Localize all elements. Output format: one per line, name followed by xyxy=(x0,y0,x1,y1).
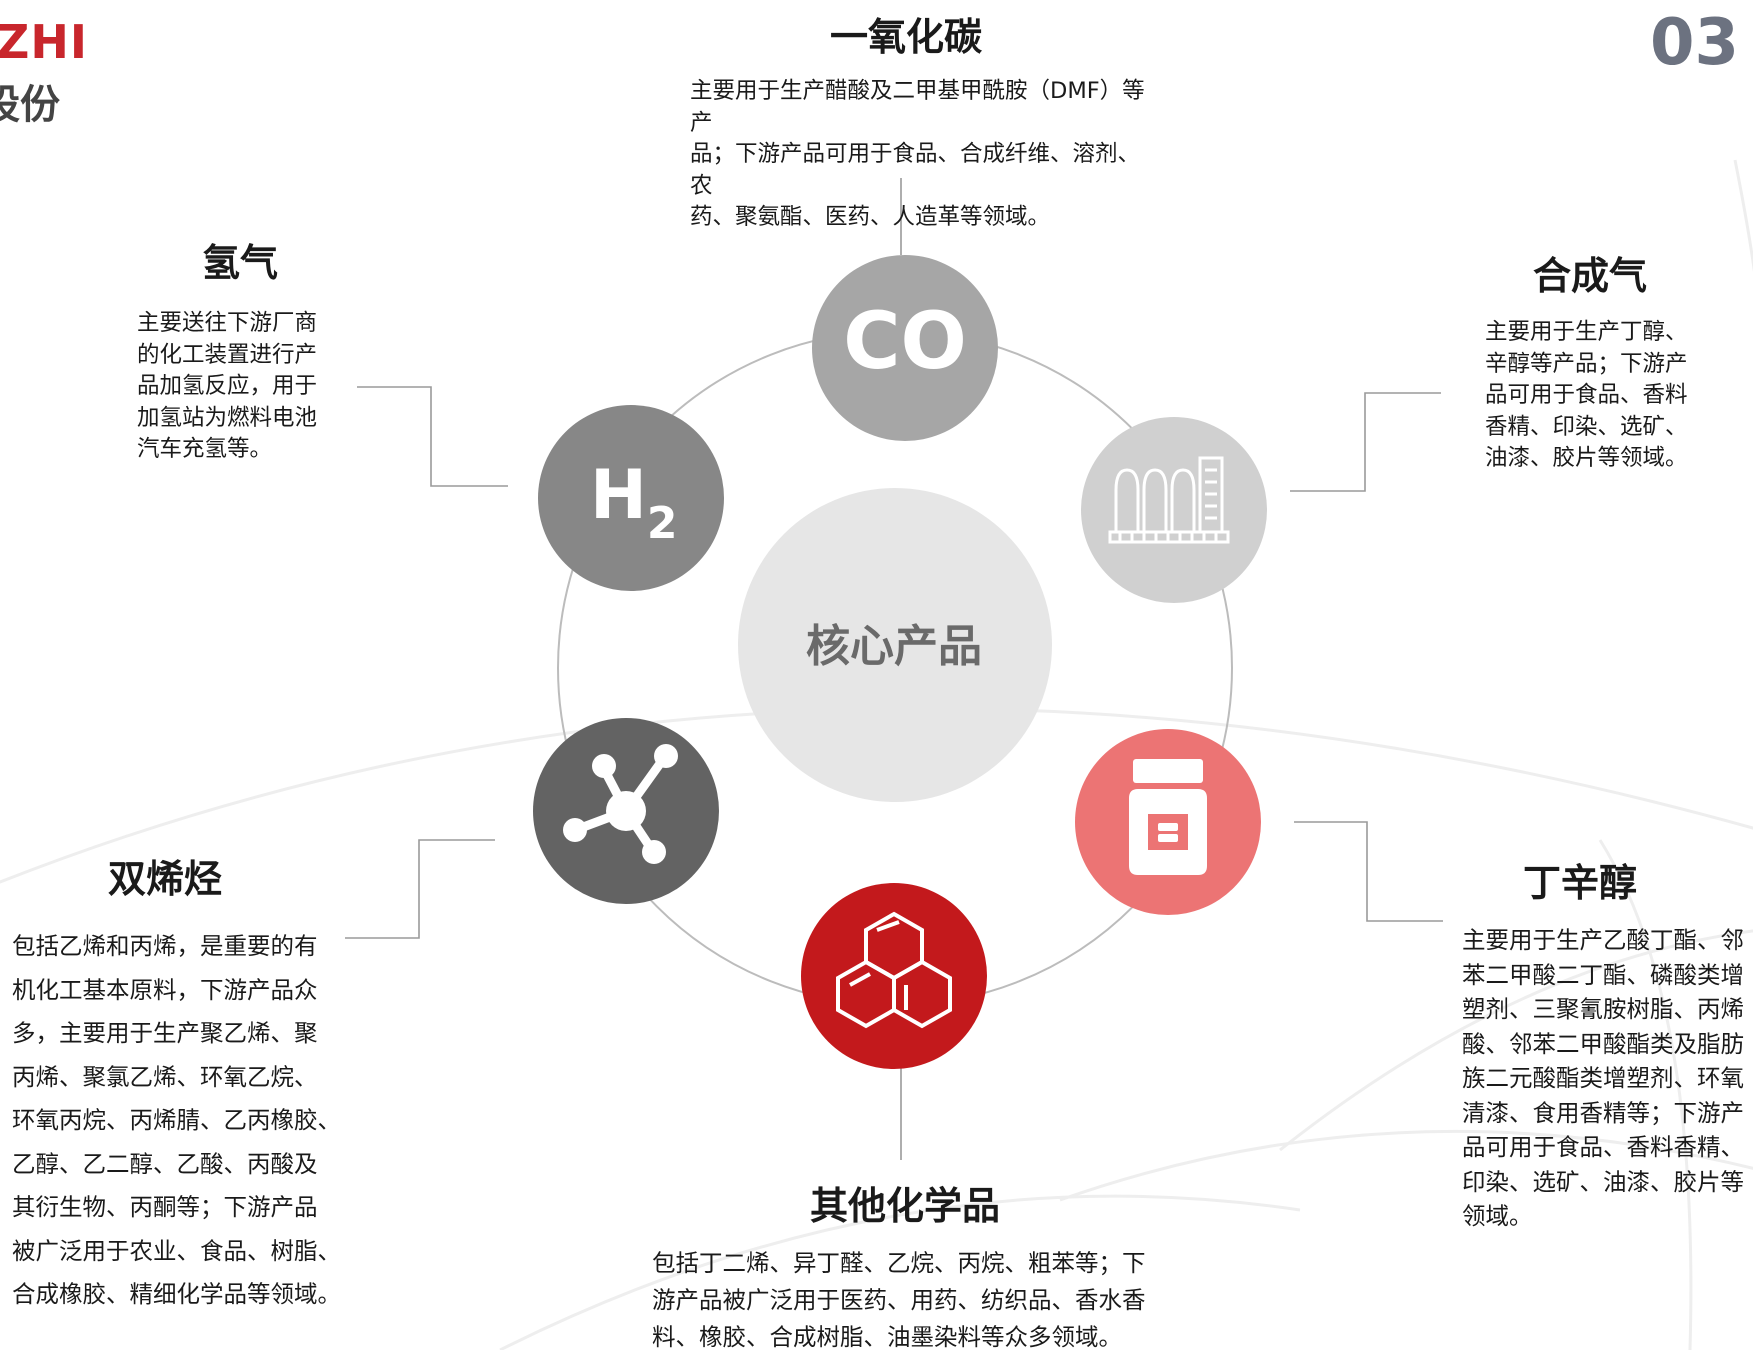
octanol-desc-line: 清漆、食用香精等；下游产 xyxy=(1462,1098,1744,1127)
hub-circle xyxy=(738,488,1052,802)
syngas-title: 合成气 xyxy=(1532,254,1647,298)
hydrogen-h-letter: H xyxy=(590,456,647,535)
connector-olefins xyxy=(345,839,495,939)
octanol-desc-line: 酸、邻苯二甲酸酯类及脂肪 xyxy=(1462,1029,1744,1058)
syngas-desc-line: 品可用于食品、香料 xyxy=(1485,382,1688,408)
hydrogen-desc-line: 主要送往下游厂商 xyxy=(137,310,318,336)
olefins-desc-line: 机化工基本原料，下游产品众 xyxy=(12,975,318,1004)
others-desc-line: 包括丁二烯、异丁醛、乙烷、丙烷、粗苯等；下 xyxy=(652,1249,1146,1277)
olefins-desc-line: 乙醇、乙二醇、乙酸、丙酸及 xyxy=(12,1149,318,1178)
syngas-desc-line: 辛醇等产品；下游产 xyxy=(1485,350,1688,377)
connector-hydrogen xyxy=(357,386,508,487)
octanol-desc-line: 塑剂、三聚氰胺树脂、丙烯 xyxy=(1462,995,1744,1023)
hydrogen-desc-line: 汽车充氢等。 xyxy=(137,436,273,462)
bottle-icon xyxy=(1129,759,1207,875)
octanol-description: 主要用于生产乙酸丁酯、邻 苯二甲酸二丁酯、磷酸类增 塑剂、三聚氰胺树脂、丙烯 酸… xyxy=(1462,923,1753,1234)
octanol-desc-line: 族二元酸酯类增塑剂、环氧 xyxy=(1462,1064,1744,1092)
co-title: 一氧化碳 xyxy=(829,15,982,59)
hydrogen-description: 主要送往下游厂商 的化工装置进行产 品加氢反应，用于 加氢站为燃料电池 汽车充氢… xyxy=(137,308,352,466)
co-desc-line: 药、聚氨酯、医药、人造革等领域。 xyxy=(690,204,1051,230)
others-description: 包括丁二烯、异丁醛、乙烷、丙烷、粗苯等；下 游产品被广泛用于医药、用药、纺织品、… xyxy=(652,1245,1182,1356)
octanol-title: 丁辛醇 xyxy=(1522,861,1637,905)
connector-octanol xyxy=(1294,821,1443,922)
octanol-desc-line: 苯二甲酸二丁酯、磷酸类增 xyxy=(1462,960,1744,989)
others-desc-line: 游产品被广泛用于医药、用药、纺织品、香水香 xyxy=(652,1286,1146,1314)
hydrogen-h2-icon: H2 xyxy=(590,462,678,546)
syngas-description: 主要用于生产丁醇、 辛醇等产品；下游产 品可用于食品、香料 香精、印染、选矿、 … xyxy=(1485,317,1735,475)
hydrogen-desc-line: 加氢站为燃料电池 xyxy=(137,404,318,431)
factory-icon xyxy=(1108,456,1230,544)
hexagon-rings-icon xyxy=(836,911,952,1029)
olefins-desc-line: 其衍生物、丙酮等；下游产品 xyxy=(12,1193,318,1221)
syngas-node xyxy=(1081,417,1267,603)
logo-chinese: 股份 xyxy=(0,82,60,128)
octanol-node xyxy=(1075,729,1261,915)
molecule-icon xyxy=(563,744,678,864)
olefins-desc-line: 合成橡胶、精细化学品等领域。 xyxy=(12,1280,341,1308)
connector-lines xyxy=(345,178,1443,1160)
hub-label: 核心产品 xyxy=(806,621,982,672)
octanol-desc-line: 印染、选矿、油漆、胶片等 xyxy=(1462,1167,1744,1196)
olefins-desc-line: 丙烯、聚氯乙烯、环氧乙烷、 xyxy=(12,1062,318,1091)
olefins-title: 双烯烃 xyxy=(107,857,222,901)
octanol-desc-line: 品可用于食品、香料香精、 xyxy=(1462,1133,1744,1161)
syngas-desc-line: 主要用于生产丁醇、 xyxy=(1485,319,1688,345)
background-arc-top xyxy=(1733,159,1753,273)
hydrogen-desc-line: 品加氢反应，用于 xyxy=(137,373,318,399)
syngas-desc-line: 油漆、胶片等领域。 xyxy=(1485,445,1688,471)
octanol-desc-line: 主要用于生产乙酸丁酯、邻 xyxy=(1462,926,1744,954)
connector-syngas xyxy=(1290,392,1441,492)
olefins-desc-line: 被广泛用于农业、食品、树脂、 xyxy=(12,1236,341,1265)
octanol-desc-line: 领域。 xyxy=(1462,1202,1533,1230)
co-desc-line: 品；下游产品可用于食品、合成纤维、溶剂、农 xyxy=(690,141,1141,199)
others-title: 其他化学品 xyxy=(809,1184,1000,1228)
olefins-desc-line: 环氧丙烷、丙烯腈、乙丙橡胶、 xyxy=(12,1106,341,1134)
hydrogen-desc-line: 的化工装置进行产 xyxy=(137,341,318,368)
logo-latin: ZHI xyxy=(0,15,88,69)
olefins-desc-line: 包括乙烯和丙烯，是重要的有 xyxy=(12,932,318,960)
section-number: 03 xyxy=(1650,6,1740,80)
others-desc-line: 料、橡胶、合成树脂、油墨染料等众多领域。 xyxy=(652,1323,1122,1351)
syngas-desc-line: 香精、印染、选矿、 xyxy=(1485,413,1688,440)
olefins-desc-line: 多，主要用于生产聚乙烯、聚 xyxy=(12,1019,318,1047)
co-desc-line: 主要用于生产醋酸及二甲基甲酰胺（DMF）等产 xyxy=(690,78,1145,136)
co-description: 主要用于生产醋酸及二甲基甲酰胺（DMF）等产 品；下游产品可用于食品、合成纤维、… xyxy=(690,76,1160,234)
co-node xyxy=(812,255,998,441)
co-text-icon: CO xyxy=(843,297,967,387)
hydrogen-subscript: 2 xyxy=(646,498,678,549)
hydrogen-node xyxy=(538,405,724,591)
hydrogen-title: 氢气 xyxy=(201,241,278,285)
olefins-description: 包括乙烯和丙烯，是重要的有 机化工基本原料，下游产品众 多，主要用于生产聚乙烯、… xyxy=(12,925,352,1317)
